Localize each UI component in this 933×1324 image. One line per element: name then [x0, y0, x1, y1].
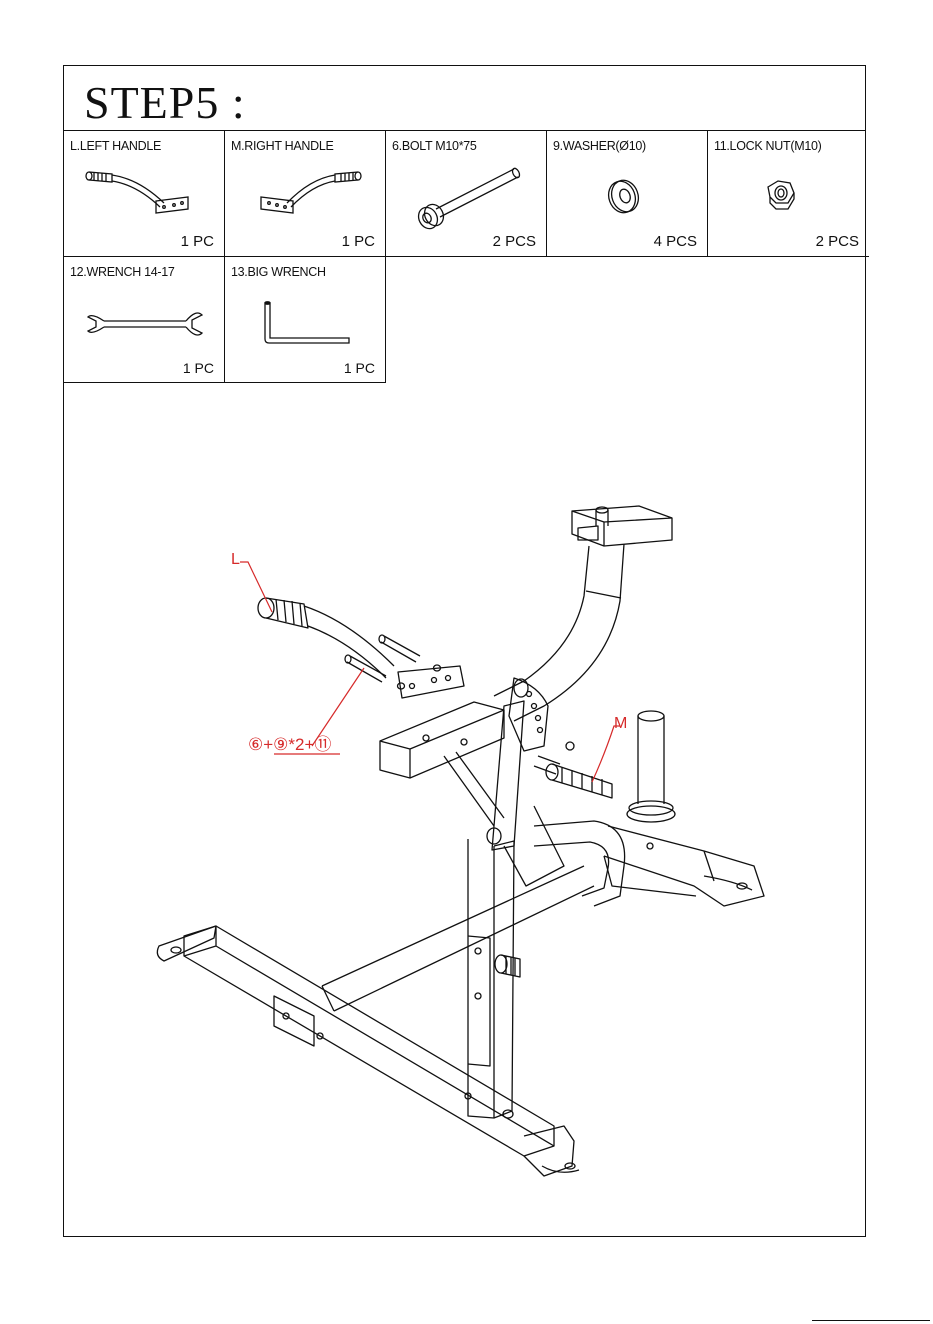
callout-hardware: ⑥+⑨*2+⑪ [248, 735, 331, 754]
callout-right-handle: M [614, 715, 627, 732]
callout-left-handle: L [231, 551, 240, 568]
step-frame: STEP5 : L.LEFT HANDLE 1 PC M.RIGHT HANDL… [63, 65, 866, 1237]
page-corner-rule [812, 1320, 930, 1321]
assembly-diagram: L M ⑥+⑨*2+⑪ [64, 66, 867, 1238]
